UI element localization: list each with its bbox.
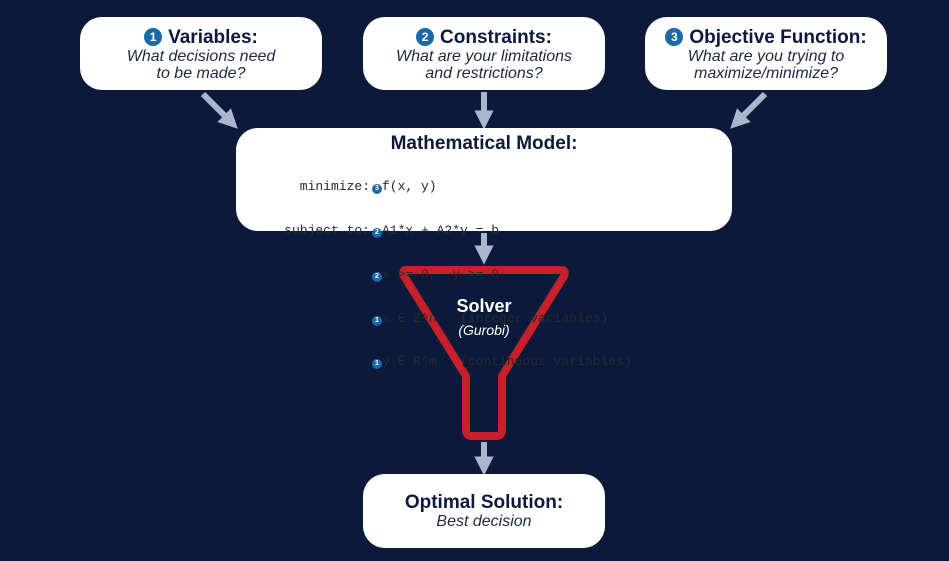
model-row-expr: A1*x + A2*y = b [382,222,500,238]
optimal-solution-box: Optimal Solution: Best decision [363,474,605,548]
variables-title: Variables: [168,27,258,48]
solver-title: Solver [456,296,512,316]
model-row-badge: 1 [372,359,382,370]
solver-funnel-shape [399,266,569,440]
model-row-expr: x >= 0, y >= 0 [382,266,500,282]
constraints-number-badge: 2 [416,28,435,46]
model-row-label: subject to: [284,222,370,238]
variables-subtitle-line1: What decisions need [126,48,276,65]
model-row-label: minimize: [299,179,370,195]
arrow-variables-to-model [200,91,238,129]
arrow-objective-to-model [730,91,768,129]
constraints-subtitle-line2: and restrictions? [425,65,543,82]
objective-subtitle-line2: maximize/minimize? [693,65,839,82]
constraints-title: Constraints: [440,27,552,48]
solution-title: Optimal Solution: [404,492,564,513]
solution-subtitle: Best decision [436,513,532,530]
model-row-expr: x ∈ Z^n (integer variables) [382,310,609,326]
model-title: Mathematical Model: [390,133,578,154]
variables-box: 1 Variables: What decisions need to be ma… [80,17,322,90]
variables-subtitle-line2: to be made? [156,65,246,82]
model-row-badge: 2 [372,271,382,282]
objective-number-badge: 3 [665,28,684,46]
model-row-badge: 1 [372,315,382,326]
objective-subtitle-line1: What are you trying to [687,48,845,65]
model-row-badge: 2 [372,227,382,238]
objective-box: 3 Objective Function: What are you trying… [645,17,887,90]
model-row-expr: y ∈ R^m (continuous variables) [382,354,632,370]
variables-number-badge: 1 [144,28,163,46]
solver-subtitle: (Gurobi) [458,322,510,338]
model-row-expr: f(x, y) [382,179,437,195]
objective-title: Objective Function: [689,27,867,48]
constraints-subtitle-line1: What are your limitations [395,48,573,65]
model-row-badge: 3 [372,184,382,195]
